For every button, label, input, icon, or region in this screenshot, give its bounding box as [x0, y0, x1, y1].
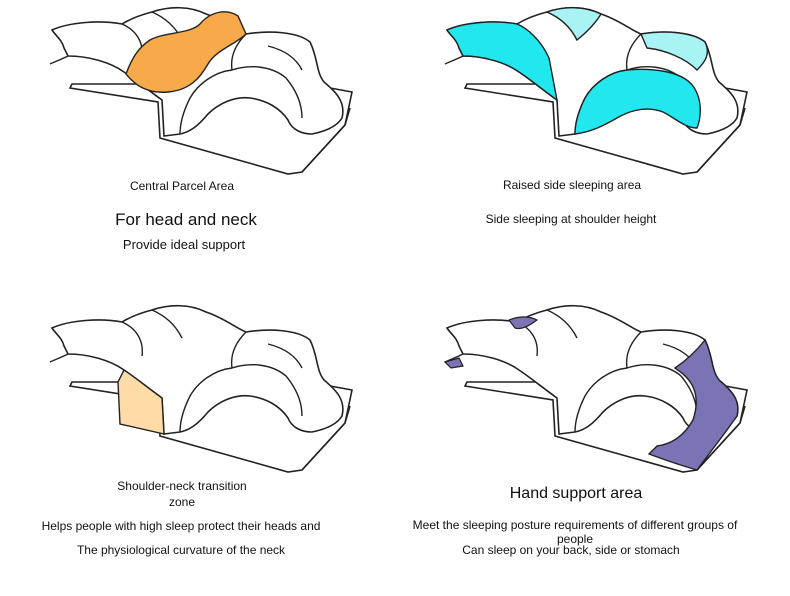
- hand-support-right-highlight: [647, 338, 739, 471]
- pillow-illustration-transition: [49, 304, 353, 473]
- panel-line2: The physiological curvature of the neck: [76, 543, 286, 557]
- panel-title: Central Parcel Area: [129, 179, 235, 193]
- central-parcel-highlight: [125, 11, 247, 93]
- pillow-illustration-central: [49, 6, 353, 175]
- side-area-back-right-highlight: [640, 31, 709, 71]
- panel-line1: Side sleeping at shoulder height: [485, 212, 657, 226]
- hand-support-front-highlight: [443, 357, 464, 369]
- hand-support-left-highlight: [508, 316, 539, 330]
- panel-line1: For head and neck: [115, 210, 257, 229]
- panel-title-line1: Shoulder-neck transition: [117, 479, 247, 493]
- pillow-illustration-hand: [443, 304, 748, 473]
- panel-line2: Provide ideal support: [122, 237, 246, 252]
- panel-title: Raised side sleeping area: [502, 178, 642, 192]
- panel-central-parcel: Central Parcel Area For head and neck Pr…: [0, 0, 395, 298]
- side-area-right-highlight: [574, 68, 701, 135]
- side-area-left-highlight: [445, 21, 559, 102]
- panel-title-line2: zone: [168, 495, 196, 509]
- panel-hand-support: Hand support area Meet the sleeping post…: [395, 298, 790, 596]
- transition-zone-highlight: [117, 368, 165, 435]
- panel-line1: Meet the sleeping posture requirements o…: [412, 518, 738, 546]
- panel-line1: Helps people with high sleep protect the…: [41, 519, 321, 533]
- pillow-illustration-side: [444, 6, 748, 175]
- panel-raised-side: Raised side sleeping area Side sleeping …: [395, 0, 790, 298]
- panel-shoulder-neck: Shoulder-neck transition zone Helps peop…: [0, 298, 395, 596]
- panel-line2: Can sleep on your back, side or stomach: [462, 543, 680, 557]
- panel-title: Hand support area: [509, 485, 643, 502]
- side-area-back-left-highlight: [545, 7, 602, 42]
